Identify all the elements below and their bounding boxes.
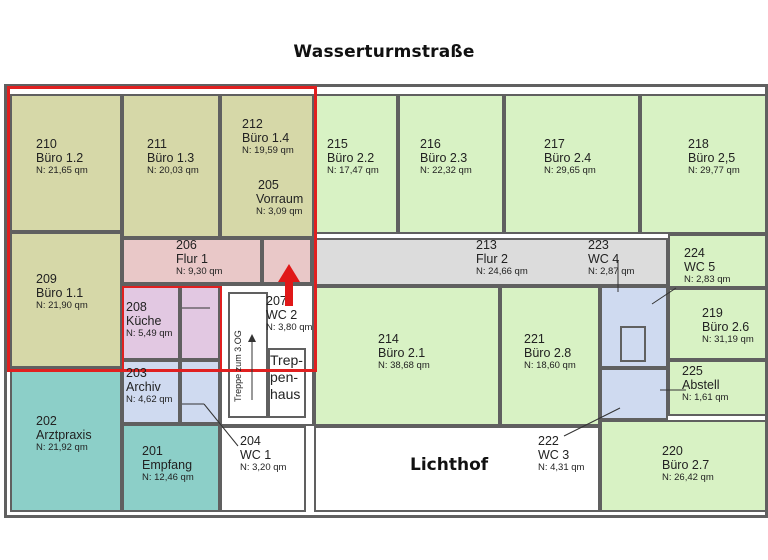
room-209[interactable] — [10, 232, 122, 368]
room-205[interactable] — [262, 238, 312, 284]
room-215[interactable] — [314, 94, 398, 234]
room-221[interactable] — [500, 286, 600, 426]
room-211[interactable] — [122, 94, 220, 238]
room-225[interactable] — [668, 360, 768, 416]
room-216[interactable] — [398, 94, 504, 234]
room-219[interactable] — [668, 288, 768, 360]
room-210[interactable] — [10, 94, 122, 232]
room-213[interactable] — [312, 238, 668, 286]
room-202[interactable] — [10, 368, 122, 512]
room-214[interactable] — [314, 286, 500, 426]
room-203-b[interactable] — [180, 360, 220, 424]
room-222[interactable] — [600, 368, 668, 420]
room-212[interactable] — [220, 94, 314, 238]
courtyard-label: Lichthof — [410, 455, 489, 475]
stairwell-core — [268, 348, 306, 418]
room-217[interactable] — [504, 94, 640, 234]
room-208-b[interactable] — [180, 284, 220, 360]
stairwell-flight — [228, 292, 268, 418]
room-218[interactable] — [640, 94, 768, 234]
stairs-note: Treppe zum 3.OG — [233, 330, 243, 402]
courtyard-area — [314, 426, 600, 512]
stairwell-label: Trep-pen-haus — [270, 352, 303, 402]
street-name-label: Wasserturmstraße — [293, 42, 475, 62]
room-206[interactable] — [122, 238, 262, 284]
wc-cubicle — [620, 326, 646, 362]
